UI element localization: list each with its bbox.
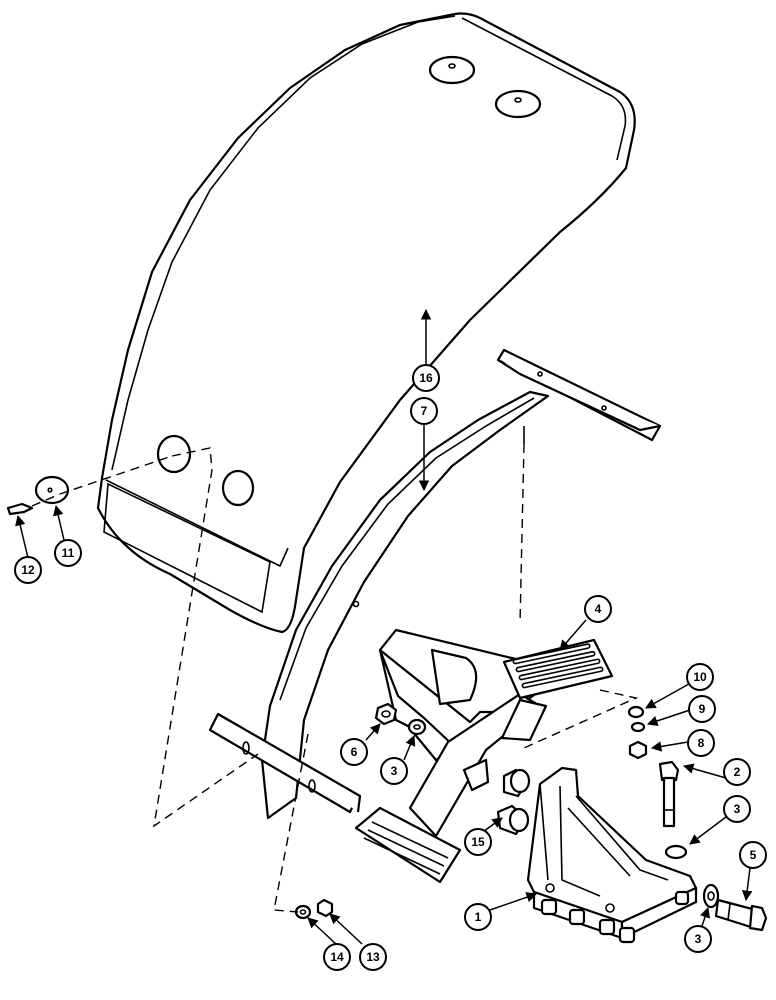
callout-label-8: 8 xyxy=(698,736,705,750)
nut-8 xyxy=(628,740,648,760)
callout-label-3-bottom: 3 xyxy=(695,932,702,946)
callout-3-middle: 3 xyxy=(380,757,408,785)
assembly-lines xyxy=(31,443,639,913)
callout-2: 2 xyxy=(723,758,751,786)
screw-12 xyxy=(6,502,34,516)
fender-cap-bottom-2 xyxy=(221,469,255,507)
callout-label-12: 12 xyxy=(21,563,35,577)
callout-7: 7 xyxy=(410,397,438,425)
callout-label-10: 10 xyxy=(693,670,707,684)
callout-5: 5 xyxy=(739,841,767,869)
upper-tread-slots xyxy=(512,643,604,689)
callout-13: 13 xyxy=(359,943,387,971)
nut-13 xyxy=(316,898,334,918)
mounting-bracket xyxy=(526,766,698,944)
bracket-arm xyxy=(208,348,662,820)
callout-label-2: 2 xyxy=(734,765,741,779)
fender xyxy=(96,12,636,634)
callout-8: 8 xyxy=(687,729,715,757)
hardware xyxy=(6,475,768,932)
callout-label-11: 11 xyxy=(62,546,75,560)
lower-tread-slots xyxy=(363,821,449,875)
washer-10 xyxy=(627,705,645,719)
callout-label-3-right: 3 xyxy=(734,802,741,816)
callout-label-16: 16 xyxy=(419,371,433,385)
callout-3-right: 3 xyxy=(723,795,751,823)
callout-6: 6 xyxy=(340,738,368,766)
callout-label-9: 9 xyxy=(699,702,706,716)
lockwasher-9 xyxy=(630,721,646,733)
washer-3-middle xyxy=(407,718,427,736)
callout-3-bottom: 3 xyxy=(684,925,712,953)
callout-9: 9 xyxy=(688,695,716,723)
callout-label-1: 1 xyxy=(475,910,482,924)
callout-label-13: 13 xyxy=(366,950,380,964)
washer-3-right xyxy=(664,844,688,860)
callout-15: 15 xyxy=(464,828,492,856)
fender-cap-top-1 xyxy=(428,55,476,85)
fender-cap-bottom-1 xyxy=(156,434,192,474)
callout-label-6: 6 xyxy=(351,745,358,759)
washer-14 xyxy=(294,904,312,920)
callout-label-15: 15 xyxy=(471,835,485,849)
callout-label-5: 5 xyxy=(750,848,757,862)
callout-12: 12 xyxy=(14,556,42,584)
bolt-5 xyxy=(714,898,768,932)
callout-label-14: 14 xyxy=(330,950,344,964)
nut-6 xyxy=(374,702,398,726)
callout-label-7: 7 xyxy=(421,404,428,418)
callout-11: 11 xyxy=(54,539,82,567)
leaders xyxy=(15,308,753,945)
callout-label-4: 4 xyxy=(595,602,602,616)
callout-1: 1 xyxy=(464,903,492,931)
washer-3-bottom xyxy=(702,883,720,909)
fender-cap-top-2 xyxy=(494,89,542,119)
callout-14: 14 xyxy=(323,943,351,971)
bolt-2 xyxy=(658,760,680,828)
callout-10: 10 xyxy=(686,663,714,691)
callout-label-3-middle: 3 xyxy=(391,764,398,778)
callout-4: 4 xyxy=(584,595,612,623)
callout-16: 16 xyxy=(412,364,440,392)
